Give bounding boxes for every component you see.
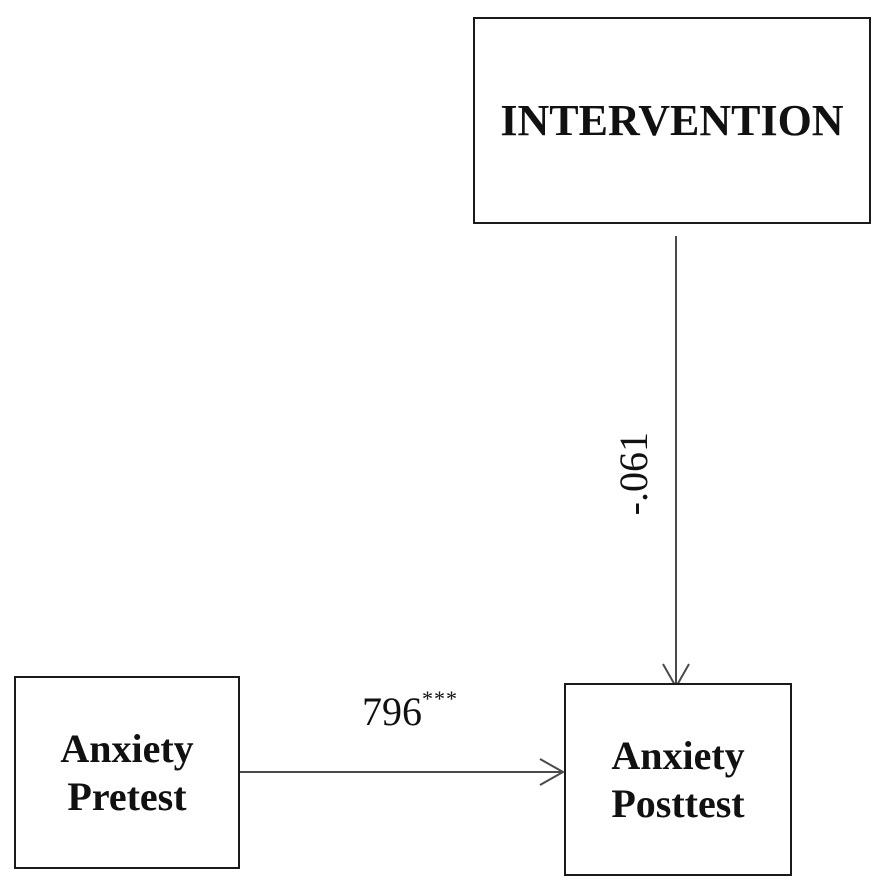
posttest-label-line2: Posttest (611, 780, 745, 826)
intervention-label: INTERVENTION (500, 96, 844, 145)
significance-stars: *** (422, 686, 458, 711)
coefficient-intervention-value: -.061 (611, 432, 656, 516)
pretest-label-line1: Anxiety (60, 726, 194, 772)
intervention-box: INTERVENTION (473, 17, 871, 224)
posttest-label-line1: Anxiety (611, 733, 745, 779)
arrowhead-pretest-to-posttest (539, 758, 566, 786)
anxiety-pretest-box: Anxiety Pretest (14, 676, 240, 869)
pretest-label-line2: Pretest (67, 773, 187, 819)
coefficient-intervention-to-posttest: -.061 (610, 432, 657, 515)
coefficient-pretest-to-posttest: 796*** (362, 686, 458, 735)
anxiety-posttest-box: Anxiety Posttest (564, 683, 792, 876)
coefficient-pretest-value: 796 (362, 689, 422, 734)
